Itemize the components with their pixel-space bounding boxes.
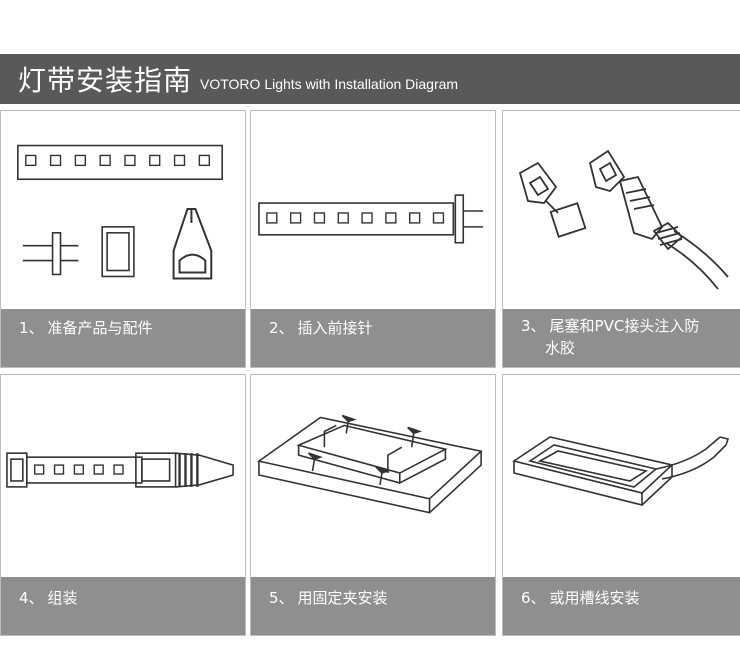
step-2-caption: 2、插入前接针 (251, 309, 495, 367)
step-panel-2: 2、插入前接针 (250, 110, 496, 368)
glue-bottle-drawing (172, 208, 213, 280)
step-4-illustration (6, 452, 234, 488)
page-subtitle: VOTORO Lights with Installation Diagram (200, 76, 459, 92)
step-1-caption: 1、准备产品与配件 (1, 309, 245, 367)
step-panel-4: 4、组装 (0, 374, 246, 636)
bottom-whitespace (0, 636, 740, 652)
pin-connector-drawing (22, 232, 79, 276)
page-title: 灯带安装指南 (18, 64, 193, 97)
top-whitespace (0, 0, 740, 54)
step-3-caption: 3、尾塞和PVC接头注入防 水胶 (503, 309, 740, 367)
step-panel-3: 3、尾塞和PVC接头注入防 水胶 (502, 110, 740, 368)
title-bar: 灯带安装指南 VOTORO Lights with Installation D… (0, 54, 740, 104)
step-1-illustration (17, 144, 223, 280)
step-5-illustration (257, 414, 483, 514)
step-panel-1: 1、准备产品与配件 (0, 110, 246, 368)
step-5-caption: 5、用固定夹安装 (251, 577, 495, 635)
step-panel-6: 6、或用槽线安装 (502, 374, 740, 636)
step-6-illustration (512, 436, 730, 507)
step-6-caption: 6、或用槽线安装 (503, 577, 740, 635)
led-strip-drawing (17, 144, 223, 181)
step-4-caption: 4、组装 (1, 577, 245, 635)
step-3-illustration (518, 149, 729, 290)
step-2-illustration (258, 194, 484, 244)
step-panel-5: 5、用固定夹安装 (250, 374, 496, 636)
end-cap-drawing (101, 226, 135, 278)
